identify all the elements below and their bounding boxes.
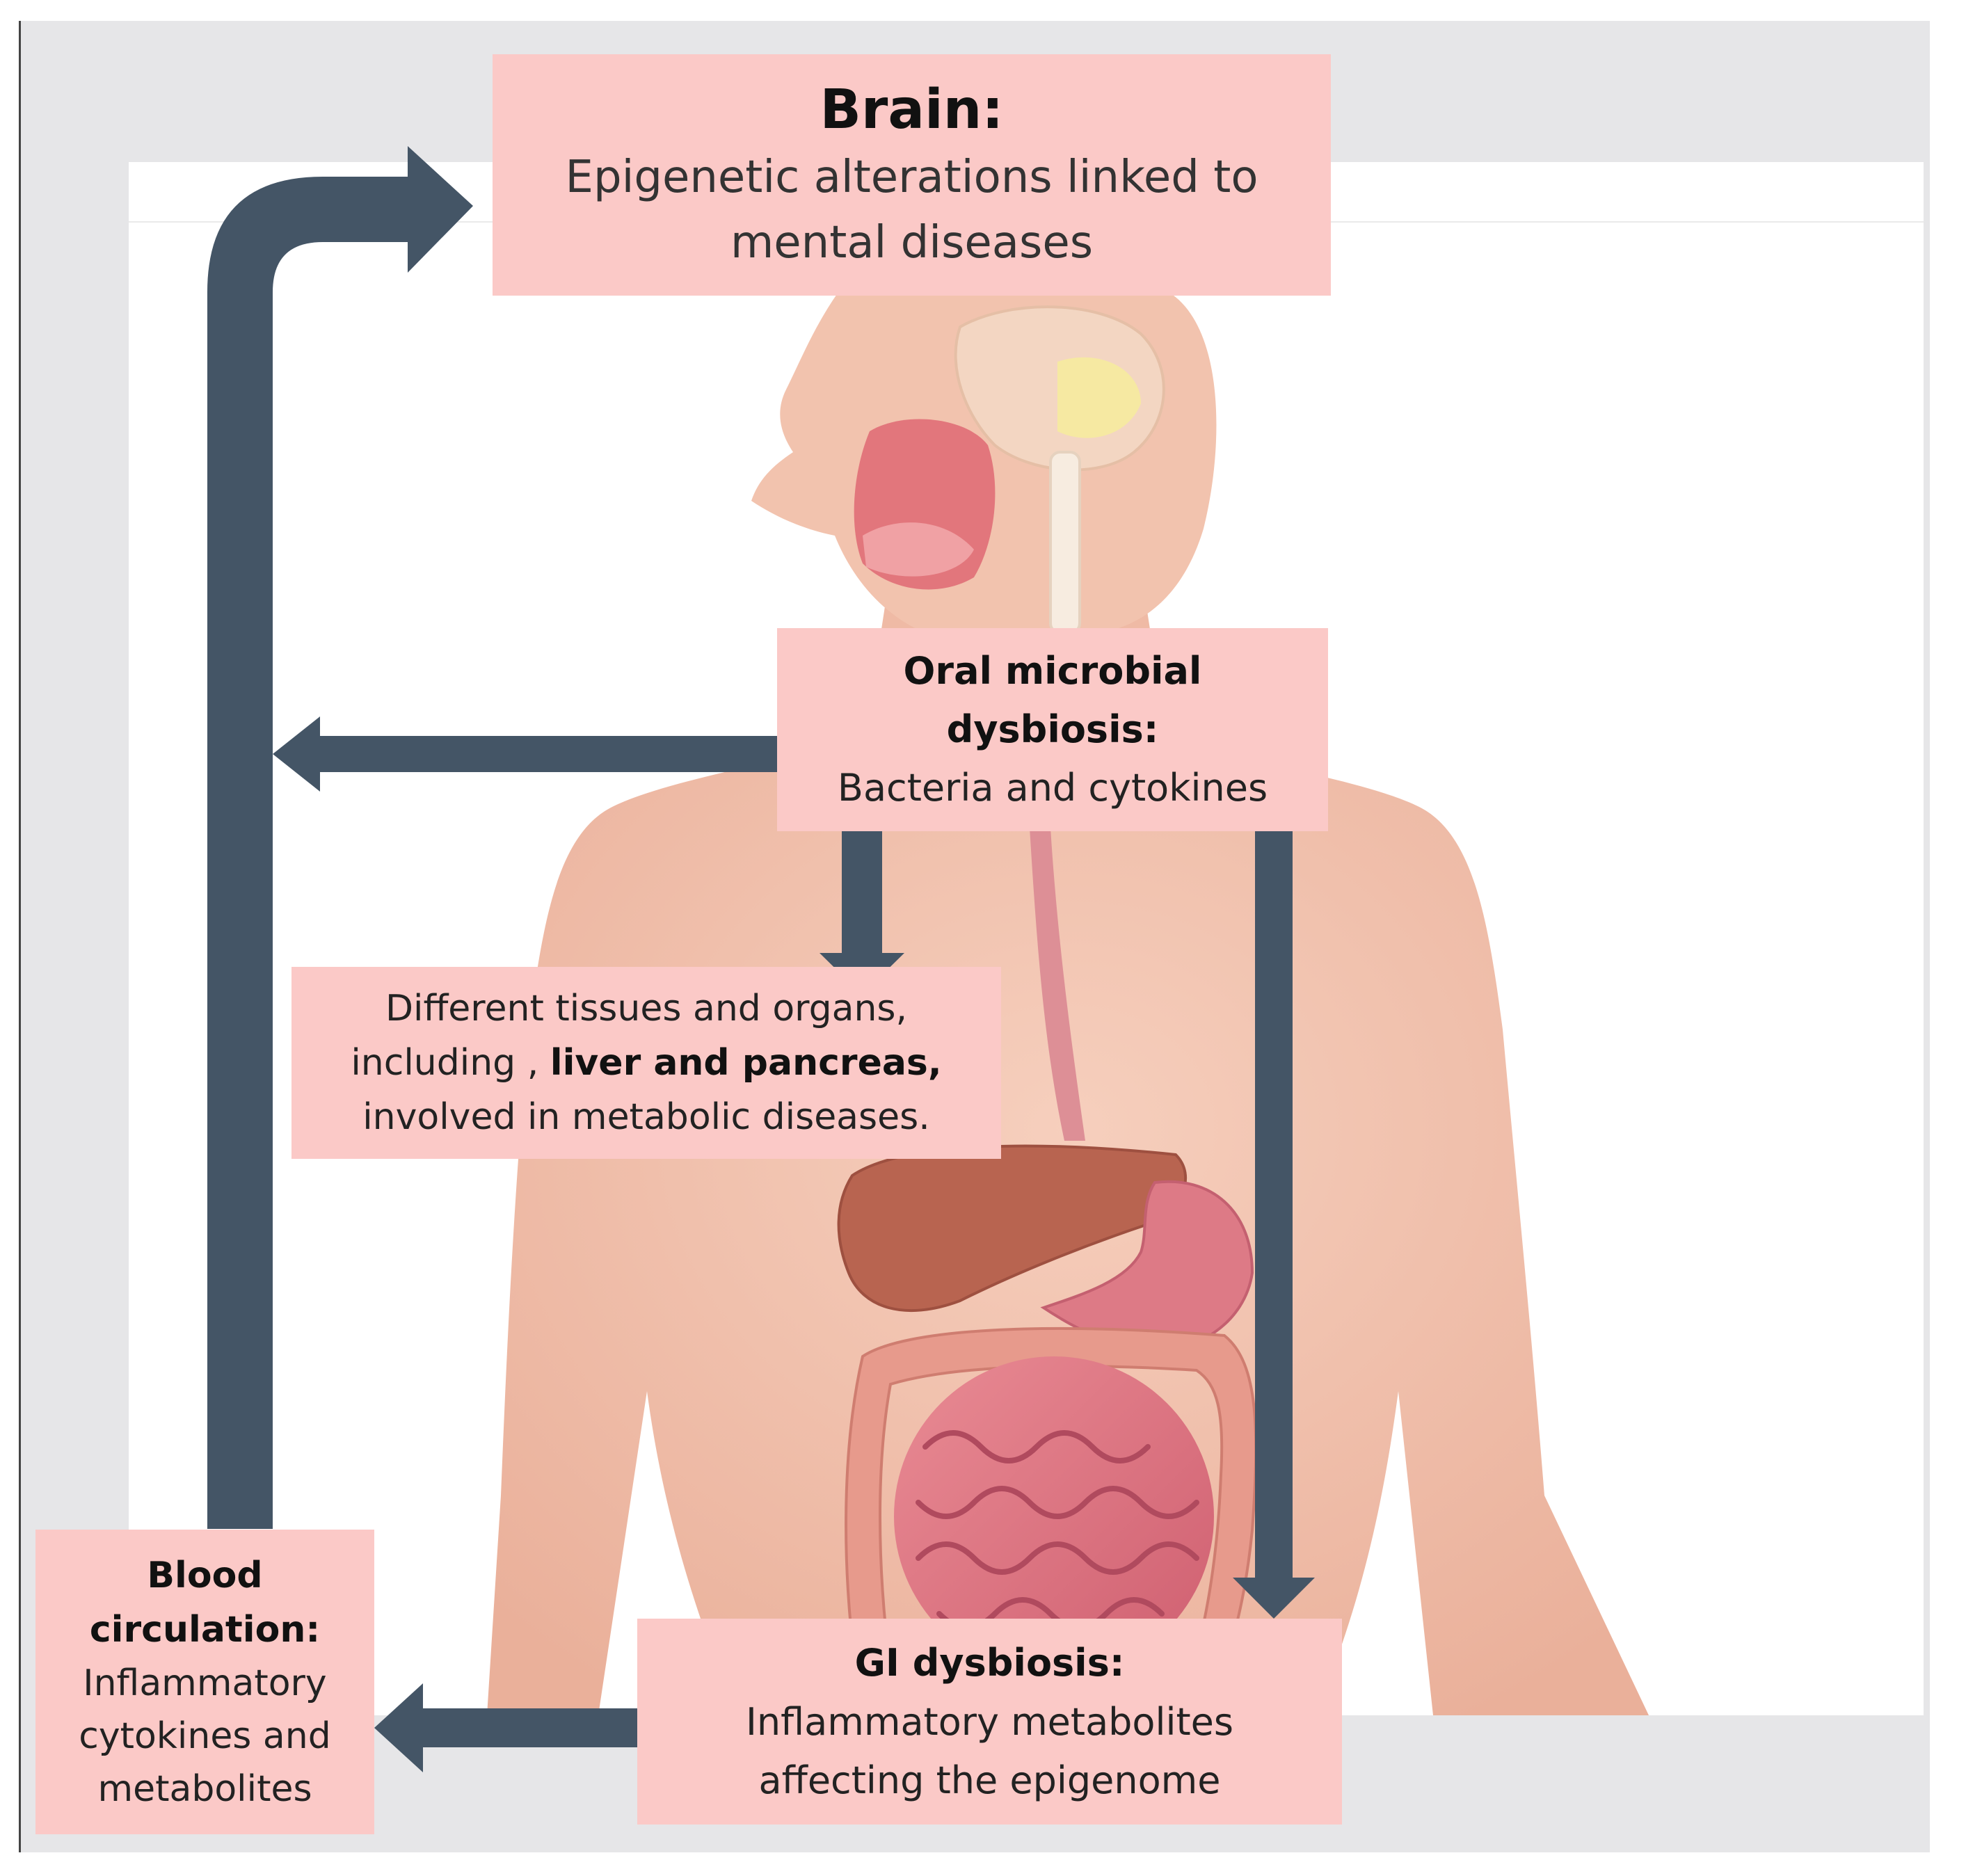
gi-title: GI dysbiosis: (854, 1641, 1125, 1685)
gi-text-line2: affecting the epigenome (758, 1758, 1221, 1802)
blood-title-line1: Blood (147, 1555, 263, 1596)
blood-title-line2: circulation: (89, 1609, 321, 1651)
brain-box: Brain: Epigenetic alterations linked to … (493, 54, 1331, 296)
arrow-oral-to-circulation (273, 716, 777, 792)
oral-text: Bacteria and cytokines (837, 766, 1268, 810)
cerebellum (1057, 357, 1141, 438)
blood-circulation-box: Blood circulation: Inflammatory cytokine… (35, 1530, 374, 1834)
arrows (207, 146, 1315, 1772)
brain-text-line2: mental diseases (730, 216, 1094, 268)
tongue (863, 522, 974, 577)
gi-dysbiosis-box: GI dysbiosis: Inflammatory metabolites a… (637, 1619, 1342, 1825)
tissues-line2: including , liver and pancreas, (351, 1036, 941, 1090)
oral-dysbiosis-box: Oral microbial dysbiosis: Bacteria and c… (777, 628, 1328, 831)
tissues-line2-pre: including , (351, 1042, 550, 1084)
brain-title: Brain: (820, 78, 1004, 141)
tissues-organs-box: Different tissues and organs, including … (291, 967, 1001, 1159)
esophagus (1030, 828, 1085, 1141)
intestine-folds (916, 1430, 1199, 1630)
tissues-line1: Different tissues and organs, (385, 988, 908, 1029)
blood-text-line3: metabolites (97, 1768, 312, 1810)
tissues-line2-bold: liver and pancreas, (550, 1042, 942, 1084)
arrow-blood-to-brain (207, 146, 473, 1529)
frame-left-border (19, 21, 21, 1852)
gi-text-line1: Inflammatory metabolites (745, 1700, 1234, 1744)
oral-title-line1: Oral microbial (903, 649, 1202, 693)
spine (1049, 451, 1081, 634)
blood-text-line1: Inflammatory (83, 1662, 327, 1704)
arrow-oral-to-tissues (820, 831, 904, 995)
tissues-line3: involved in metabolic diseases. (362, 1096, 930, 1138)
liver (837, 1144, 1188, 1313)
oral-title-line2: dysbiosis: (946, 707, 1159, 751)
arrow-oral-to-gi (1233, 831, 1315, 1619)
blood-text-line2: cytokines and (79, 1715, 331, 1757)
arrow-gi-to-blood (374, 1683, 637, 1772)
brain-text-line1: Epigenetic alterations linked to (565, 151, 1258, 203)
